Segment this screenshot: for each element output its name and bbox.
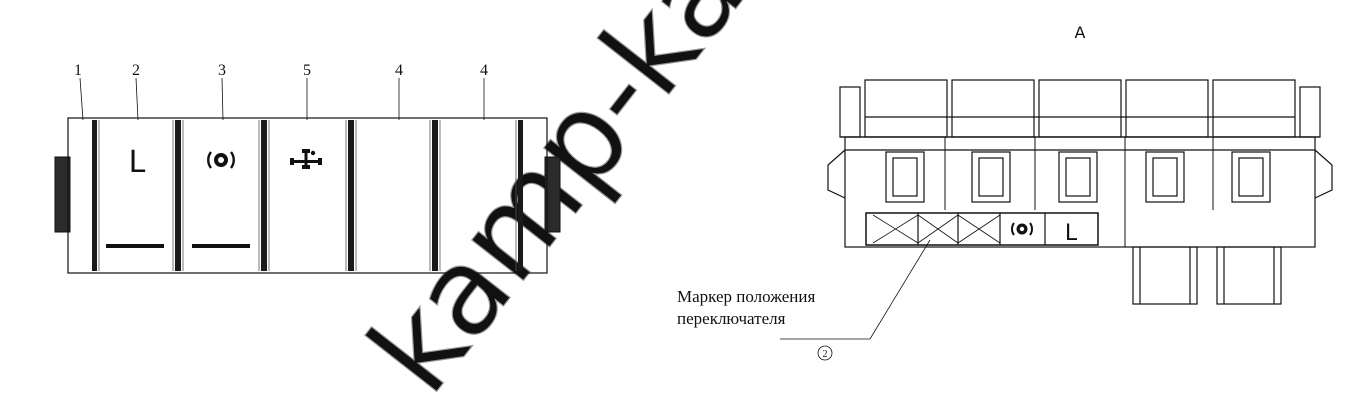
callout-number-circle [817,345,833,361]
callout-number: 2 [823,349,828,360]
callout-caption-line1: Маркер положения [677,287,815,306]
svg-text:L: L [129,145,146,180]
position-marker-strip: L [865,212,1099,246]
key3-position-marker [192,244,250,248]
parking-brake-icon [1011,222,1033,236]
parking-brake-icon [207,151,235,169]
marker-callout: Маркер положения переключателя 2 [677,239,931,361]
letter-l-icon: L [129,145,146,180]
panel-label-4a: 4 [395,62,403,79]
panel-label-2: 2 [132,62,140,79]
key-edges [98,120,517,271]
switch-block-body [67,117,548,274]
crossed-boxes [872,214,1001,244]
key2-position-marker [106,244,164,248]
view-a: L [827,79,1333,305]
left-latch [827,149,846,199]
view-label: A [1075,23,1086,42]
housing [844,136,1316,248]
right-end-connector [544,156,561,233]
panel-label-texts: 1 2 3 5 4 4 [74,62,488,79]
key-dividers [92,120,523,271]
connector-windows [885,151,1271,203]
panel-labels [79,77,485,121]
top-key-caps [839,79,1321,138]
right-latch [1314,149,1333,199]
lower-connectors [1132,246,1282,305]
panel-label-3: 3 [218,62,226,79]
left-end-connector [54,156,71,233]
panel-label-5: 5 [303,62,311,79]
panel-label-1: 1 [74,62,82,79]
panel-label-4b: 4 [480,62,488,79]
letter-l-icon: L [1065,221,1078,246]
housing-dividers [944,137,1214,247]
differential-lock-icon [290,149,322,169]
callout-leader [869,239,931,340]
callout-caption-line2: переключателя [677,309,786,328]
front-view: L [54,117,561,274]
